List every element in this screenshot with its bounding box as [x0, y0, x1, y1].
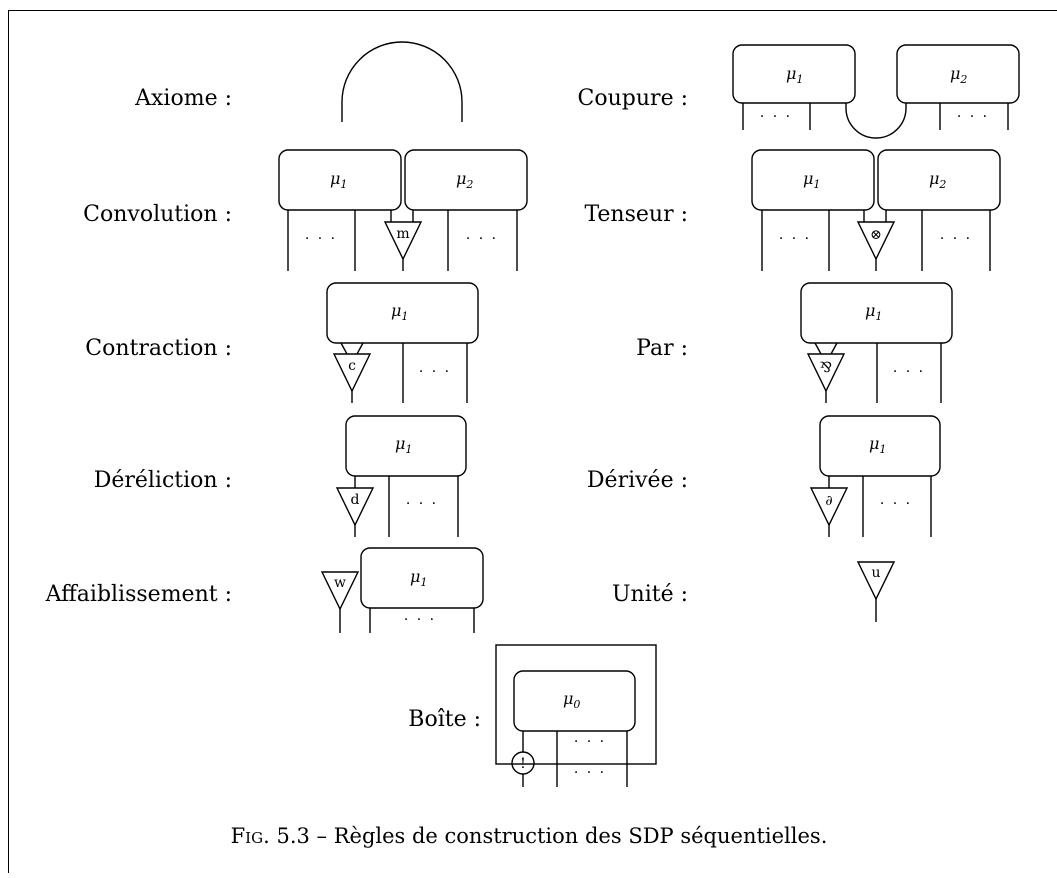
mu0-label: μ0: [563, 689, 580, 711]
dots: · · ·: [404, 612, 436, 628]
cut-link: [845, 103, 907, 139]
partial-glyph: ∂: [825, 493, 832, 509]
label-derelection: Déréliction :: [94, 468, 232, 493]
unite-diagram: u: [856, 561, 896, 622]
mu1-label: μ1: [330, 169, 347, 191]
mu2-label: μ2: [950, 64, 967, 86]
dots: · · ·: [760, 109, 792, 125]
boite-diagram: μ0 ! · · · · · ·: [495, 644, 657, 787]
label-derivee: Dérivée :: [587, 468, 688, 493]
label-par: Par :: [636, 336, 688, 361]
box-mu2: [896, 44, 1020, 104]
label-coupure: Coupure :: [578, 86, 688, 111]
dots: · · ·: [880, 496, 912, 512]
tensor-node: [856, 221, 896, 261]
c-node: [332, 353, 372, 393]
dots: · · ·: [406, 496, 438, 512]
box-mu0: [513, 670, 636, 732]
dots: · · ·: [893, 364, 925, 380]
dots: · · ·: [940, 231, 972, 247]
mu2-label: μ2: [456, 169, 473, 191]
w-glyph: w: [334, 575, 346, 591]
figure-caption: Fig. 5.3 – Règles de construction des SD…: [231, 824, 828, 848]
label-affaiblissement: Affaiblissement :: [45, 582, 232, 607]
derelection-diagram: μ1 d · · ·: [335, 415, 467, 537]
promotion-box: [495, 644, 657, 765]
mu1-label: μ1: [395, 434, 412, 456]
par-diagram: μ1 ⅋ · · ·: [800, 282, 953, 403]
mu1-label: μ1: [803, 169, 820, 191]
mu1-label: μ1: [786, 64, 803, 86]
box-mu1: [819, 415, 941, 477]
bang-glyph: !: [520, 756, 526, 772]
label-convolution: Convolution :: [83, 202, 232, 227]
mu1-label: μ1: [410, 567, 427, 589]
otimes-glyph: ⊗: [870, 227, 882, 243]
u-node: [856, 561, 896, 601]
mu1-label: μ1: [865, 301, 882, 323]
affaiblissement-diagram: μ1 w · · ·: [320, 547, 484, 633]
mu1-label: μ1: [391, 301, 408, 323]
dots: · · ·: [779, 231, 811, 247]
m-node: [383, 221, 423, 261]
label-axiome: Axiome :: [134, 86, 232, 111]
label-boite: Boîte :: [408, 707, 481, 732]
w-node: [320, 571, 360, 611]
tenseur-diagram: μ1 μ2 ⊗ · · · · · ·: [751, 149, 1001, 271]
frame-top-border: [8, 10, 1057, 11]
caption: Fig. 5.3 – Règles de construction des SD…: [231, 824, 828, 848]
label-unite: Unité :: [612, 582, 688, 607]
d-node: [335, 487, 375, 527]
dots: · · ·: [574, 734, 606, 750]
dots: · · ·: [305, 231, 337, 247]
dots: · · ·: [419, 364, 451, 380]
mu1-label: μ1: [869, 434, 886, 456]
mu2-label: μ2: [929, 169, 946, 191]
box-mu1: [360, 547, 484, 609]
frame-left-border: [8, 10, 9, 873]
dots: · · ·: [466, 231, 498, 247]
box-mu1: [345, 415, 467, 477]
caption-prefix: Fig.: [231, 824, 270, 848]
dots: · · ·: [957, 109, 989, 125]
box-mu2: [877, 149, 1001, 211]
c-glyph: c: [348, 358, 356, 374]
d-glyph: d: [351, 492, 360, 508]
coupure-diagram: μ1 μ2 · · · · · ·: [732, 44, 1020, 139]
dots: · · ·: [574, 765, 606, 781]
par-node: [806, 353, 846, 393]
box-mu1: [732, 44, 856, 104]
parr-glyph: ⅋: [820, 360, 832, 376]
u-glyph: u: [871, 565, 880, 581]
box-mu1: [751, 149, 875, 211]
box-mu2: [404, 149, 528, 211]
convolution-diagram: μ1 μ2 m · · · · · ·: [278, 149, 528, 271]
label-contraction: Contraction :: [85, 336, 232, 361]
derivee-diagram: μ1 ∂ · · ·: [809, 415, 941, 537]
axiome-diagram: [341, 41, 463, 122]
m-glyph: m: [396, 226, 409, 242]
caption-text: 5.3 – Règles de construction des SDP séq…: [276, 824, 827, 848]
label-tenseur: Tenseur :: [584, 202, 688, 227]
contraction-diagram: μ1 c · · ·: [326, 282, 479, 403]
axiome-arc: [341, 41, 463, 122]
box-mu1: [278, 149, 402, 211]
partial-node: [809, 487, 849, 527]
